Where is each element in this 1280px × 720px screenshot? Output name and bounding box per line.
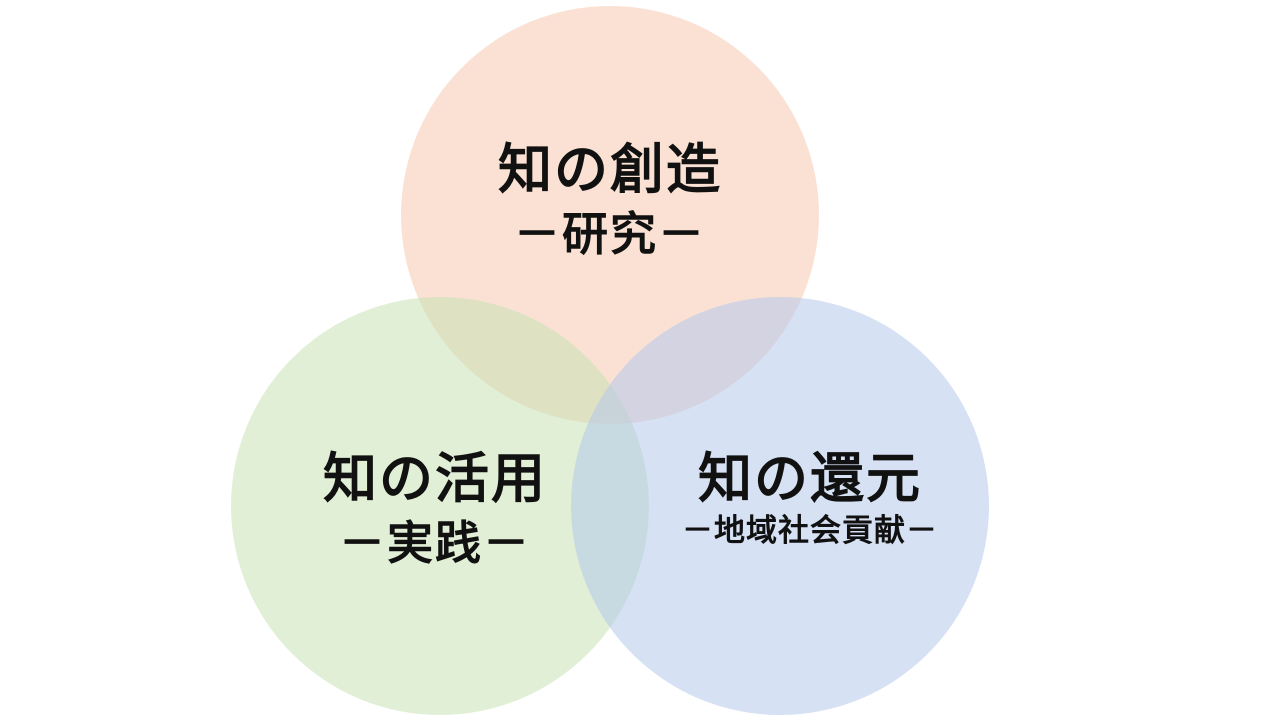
label-knowledge-creation: 知の創造 －研究－ xyxy=(460,138,760,266)
circle-subtitle: －実践－ xyxy=(339,516,531,570)
circle-subtitle: －研究－ xyxy=(514,207,706,261)
label-knowledge-utilization: 知の活用 －実践－ xyxy=(275,447,595,575)
circle-subtitle: －地域社会貢献－ xyxy=(682,513,938,549)
circle-knowledge-return xyxy=(571,297,989,715)
circle-title: 知の創造 xyxy=(498,138,722,201)
circle-title: 知の還元 xyxy=(698,447,922,510)
circle-title: 知の活用 xyxy=(323,447,547,510)
label-knowledge-return: 知の還元 －地域社会貢献－ xyxy=(610,447,1010,551)
